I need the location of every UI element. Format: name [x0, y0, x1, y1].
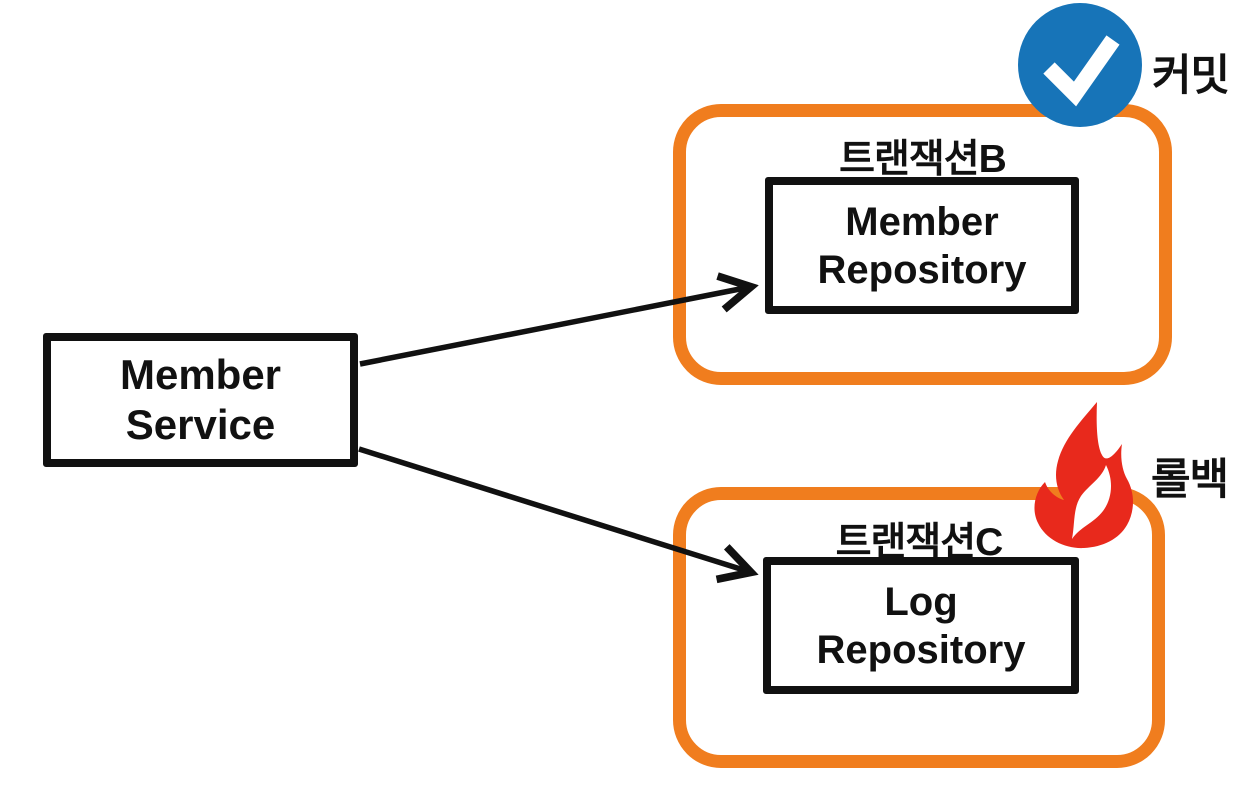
rollback-fire-icon: [1018, 399, 1140, 549]
member-service-box: Member Service: [43, 333, 358, 467]
transaction-c-title: 트랜잭션C: [835, 521, 1004, 564]
log-repository-label-line2: Repository: [816, 627, 1026, 672]
rollback-label: 롤백: [1151, 456, 1229, 504]
member-service-label-line1: Member: [119, 350, 282, 398]
member-repository-box: Member Repository: [765, 177, 1079, 314]
log-repository-box: Log Repository: [763, 557, 1079, 694]
transaction-b-title: 트랜잭션B: [839, 138, 1007, 181]
commit-label: 커밋: [1152, 52, 1230, 100]
member-repository-label-line1: Member: [845, 199, 999, 244]
commit-check-circle-icon: [1017, 2, 1143, 128]
member-service-label-line2: Service: [125, 401, 276, 448]
log-repository-label-line1: Log: [884, 579, 958, 624]
member-repository-label-line2: Repository: [817, 247, 1027, 292]
